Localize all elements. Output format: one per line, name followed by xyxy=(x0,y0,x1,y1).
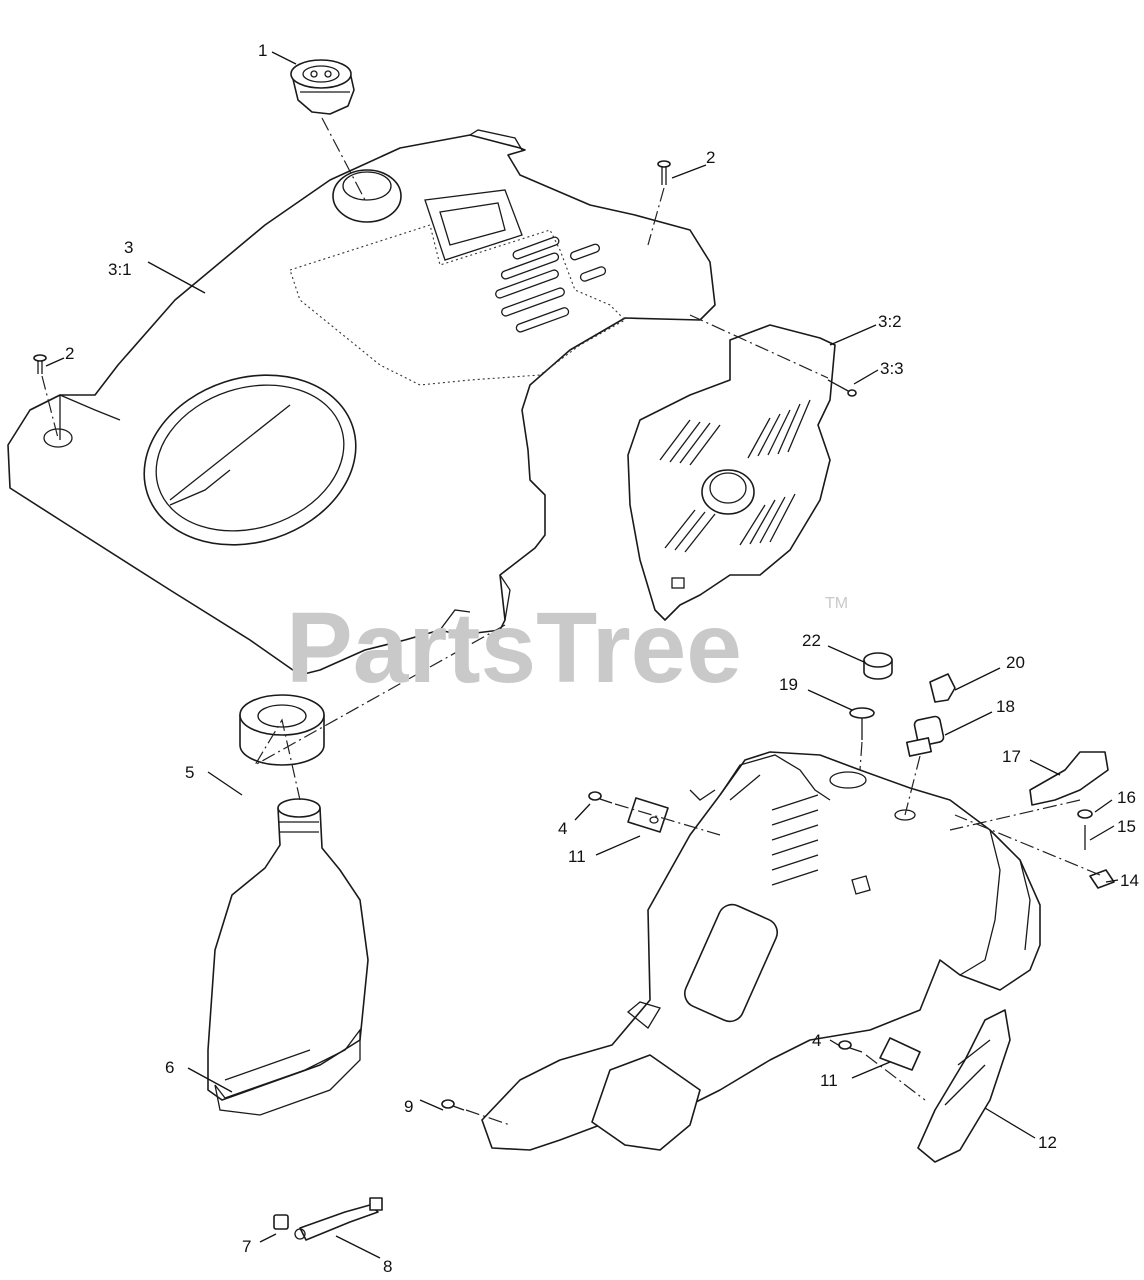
washer-16[interactable] xyxy=(1077,809,1093,819)
callout-1: 1 xyxy=(258,41,267,60)
fuel-tank[interactable] xyxy=(207,798,369,1116)
control-console[interactable] xyxy=(481,751,1041,1151)
watermark-text: PartsTree xyxy=(286,592,742,704)
callout-12: 12 xyxy=(1038,1133,1057,1152)
watermark: PartsTree TM xyxy=(286,592,848,704)
callout-11-lower: 11 xyxy=(820,1071,838,1090)
clip-14[interactable] xyxy=(1089,869,1115,889)
seal-19[interactable] xyxy=(849,707,875,740)
fuel-neck-grommet[interactable] xyxy=(239,694,325,766)
bolt-9[interactable] xyxy=(441,1099,465,1111)
tank-fitting[interactable] xyxy=(273,1214,289,1230)
assembly-lines xyxy=(41,117,1101,1126)
callout-2-top: 2 xyxy=(706,148,715,167)
key-20[interactable] xyxy=(929,673,956,703)
screw-3-3[interactable] xyxy=(827,379,857,397)
callout-3-3: 3:3 xyxy=(880,359,904,378)
callout-5: 5 xyxy=(185,763,194,782)
callout-14: 14 xyxy=(1120,871,1139,890)
cover-plate-17[interactable] xyxy=(1029,751,1109,806)
callout-11-upper: 11 xyxy=(568,847,586,866)
callout-17: 17 xyxy=(1002,747,1021,766)
leader-lines xyxy=(45,51,1119,1259)
callout-15: 15 xyxy=(1117,817,1136,836)
upper-shroud[interactable] xyxy=(7,129,716,676)
fuel-cap[interactable] xyxy=(290,59,355,115)
right-bracket[interactable] xyxy=(917,1009,1011,1163)
knob-22[interactable] xyxy=(863,652,893,680)
callout-8: 8 xyxy=(383,1257,392,1276)
bracket-11-upper[interactable] xyxy=(627,797,669,833)
callout-22: 22 xyxy=(802,631,821,650)
screw-4-lower[interactable] xyxy=(838,1040,863,1053)
callout-4-upper: 4 xyxy=(558,819,567,838)
callout-18: 18 xyxy=(996,697,1015,716)
bracket-11-lower[interactable] xyxy=(879,1037,921,1071)
callout-4-lower: 4 xyxy=(812,1031,821,1050)
callout-3: 3 xyxy=(124,238,133,257)
fuel-hose[interactable] xyxy=(294,1197,383,1241)
side-shield-vent-slots xyxy=(659,399,811,553)
screw-2-top[interactable] xyxy=(657,160,671,185)
callout-2-left: 2 xyxy=(65,344,74,363)
callout-7: 7 xyxy=(242,1237,251,1256)
callout-9: 9 xyxy=(404,1097,413,1116)
callout-3-1: 3:1 xyxy=(108,260,132,279)
console-vent-slots xyxy=(771,794,819,886)
switch-18[interactable] xyxy=(905,715,945,757)
callout-6: 6 xyxy=(165,1058,174,1077)
callout-labels: 1 2 2 3 3:1 3:2 3:3 4 4 5 6 7 8 9 11 11 … xyxy=(65,41,1139,1276)
side-shield[interactable] xyxy=(627,324,836,621)
watermark-tm: TM xyxy=(825,595,848,612)
shroud-vent-slots xyxy=(495,236,607,333)
callout-19: 19 xyxy=(779,675,798,694)
callout-16: 16 xyxy=(1117,788,1136,807)
callout-20: 20 xyxy=(1006,653,1025,672)
screw-4-upper[interactable] xyxy=(588,791,613,804)
callout-3-2: 3:2 xyxy=(878,312,902,331)
screw-2-left[interactable] xyxy=(33,354,47,374)
